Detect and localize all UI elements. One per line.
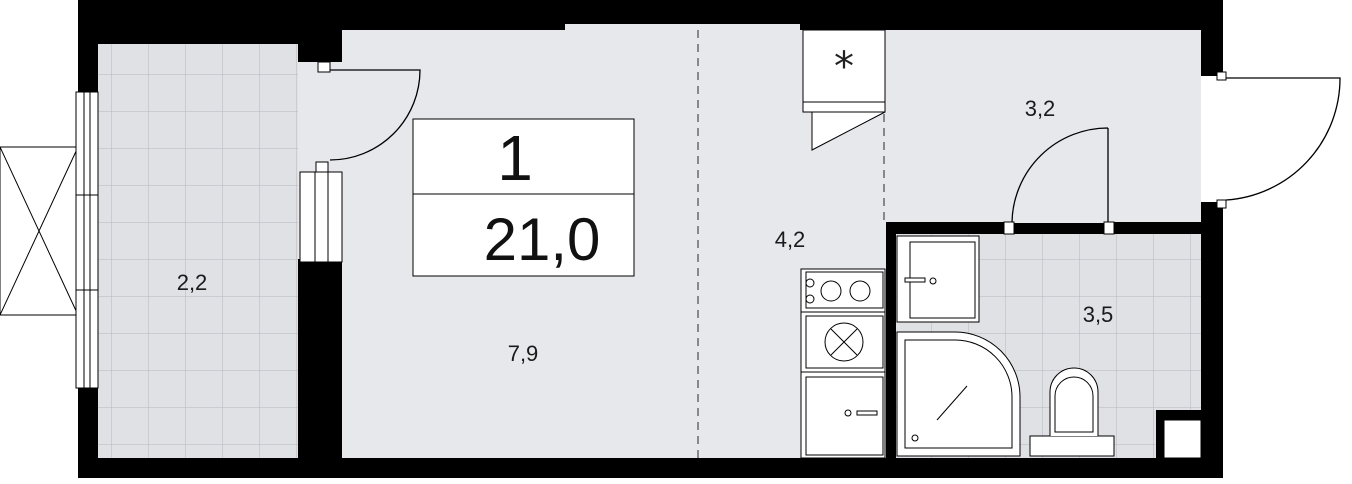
bathroom-wall-top-right [1112,222,1201,234]
interior-wall-top [298,44,342,62]
bathroom-area: 3,5 [1083,302,1114,327]
living-area: 7,9 [508,341,539,366]
kitchen-area: 4,2 [775,227,806,252]
toilet-bowl [1049,367,1099,436]
total-area: 21,0 [484,206,601,273]
kitchen-appliances [800,268,886,459]
bathroom-wall-left [886,222,896,458]
entrance-jamb-bottom [1216,199,1227,209]
entrance-opening [1201,76,1231,202]
ventilation-hatch [811,111,886,151]
ventilation-icon: * [834,44,854,90]
washing-machine-icon [824,322,864,362]
balcony-glazing [75,91,99,389]
apartment-badge: 1 21,0 [412,118,635,277]
balcony-window-cross [0,146,79,316]
stove-burner-icon [849,280,871,302]
bathroom-fixtures [896,235,1115,457]
ventilation-box [802,29,886,103]
hallway-floor [886,30,1201,223]
balcony-area: 2,2 [177,270,208,295]
stove-burner-icon [820,280,842,302]
balcony-floor [98,44,298,458]
shaft-inner [1163,419,1202,459]
room-count: 1 [497,122,533,194]
entrance-door-swing [1225,77,1341,201]
hallway-area: 3,2 [1025,96,1056,121]
bathroom-door-swing [1011,127,1109,234]
shower-drain-icon [911,434,919,442]
balcony-door-swing [329,69,421,161]
balcony-door-window [299,171,343,263]
toilet-tank [1029,435,1115,457]
entrance-jamb-top [1216,71,1227,81]
window-niche-top [565,24,800,34]
shower-tray [896,331,1021,457]
sink-cabinet [805,376,884,456]
bathroom-wall-top-left [886,222,1010,234]
interior-wall-balcony [298,259,342,459]
